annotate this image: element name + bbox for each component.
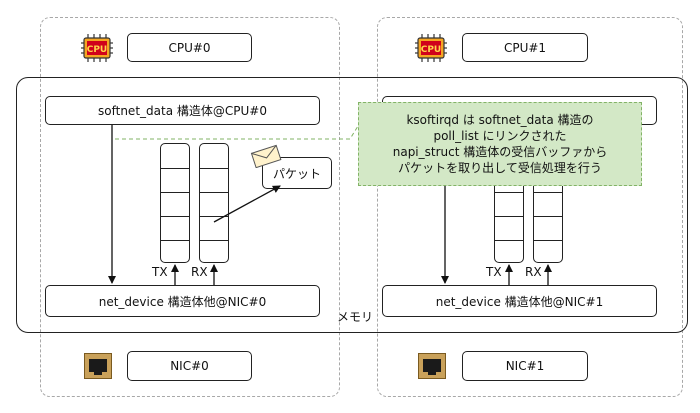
cpu-chip-icon: CPU: [414, 33, 448, 63]
memory-region: [16, 77, 688, 333]
ksoftirqd-callout: ksoftirqd は softnet_data 構造の poll_list に…: [358, 102, 642, 186]
callout-line: パケットを取り出して受信処理を行う: [398, 161, 602, 175]
arrow-ring-to-packet: [213, 185, 281, 223]
tx-label: TX: [486, 265, 502, 279]
cpu-chip-icon: CPU: [80, 33, 114, 63]
cpu1-box: CPU#1: [462, 33, 588, 62]
nic1-box: NIC#1: [462, 351, 588, 381]
nic0-box: NIC#0: [127, 351, 252, 381]
callout-connector: [115, 125, 359, 140]
envelope-icon: [249, 144, 283, 169]
ethernet-port-icon: [84, 353, 112, 379]
rx-label: RX: [191, 265, 208, 279]
softnet-data-cpu0-box: softnet_data 構造体@CPU#0: [45, 96, 320, 125]
rx-label: RX: [525, 265, 542, 279]
node0-region: [40, 17, 340, 397]
rx-ring-buffer: [199, 143, 229, 263]
net-device-nic1-box: net_device 構造体他@NIC#1: [382, 285, 657, 317]
tx-label: TX: [152, 265, 168, 279]
memory-label: メモリ: [337, 310, 374, 324]
callout-line: napi_struct 構造体の受信バッファから: [392, 145, 608, 159]
node1-region: [377, 17, 683, 397]
callout-line: poll_list にリンクされた: [433, 129, 567, 143]
net-device-nic0-box: net_device 構造体他@NIC#0: [45, 285, 320, 317]
tx-ring-buffer: [160, 143, 190, 263]
cpu0-box: CPU#0: [127, 33, 252, 62]
cpu-chip-text: CPU: [421, 45, 442, 55]
ethernet-port-icon: [418, 353, 446, 379]
cpu-chip-text: CPU: [87, 45, 108, 55]
callout-line: ksoftirqd は softnet_data 構造の: [406, 113, 594, 127]
